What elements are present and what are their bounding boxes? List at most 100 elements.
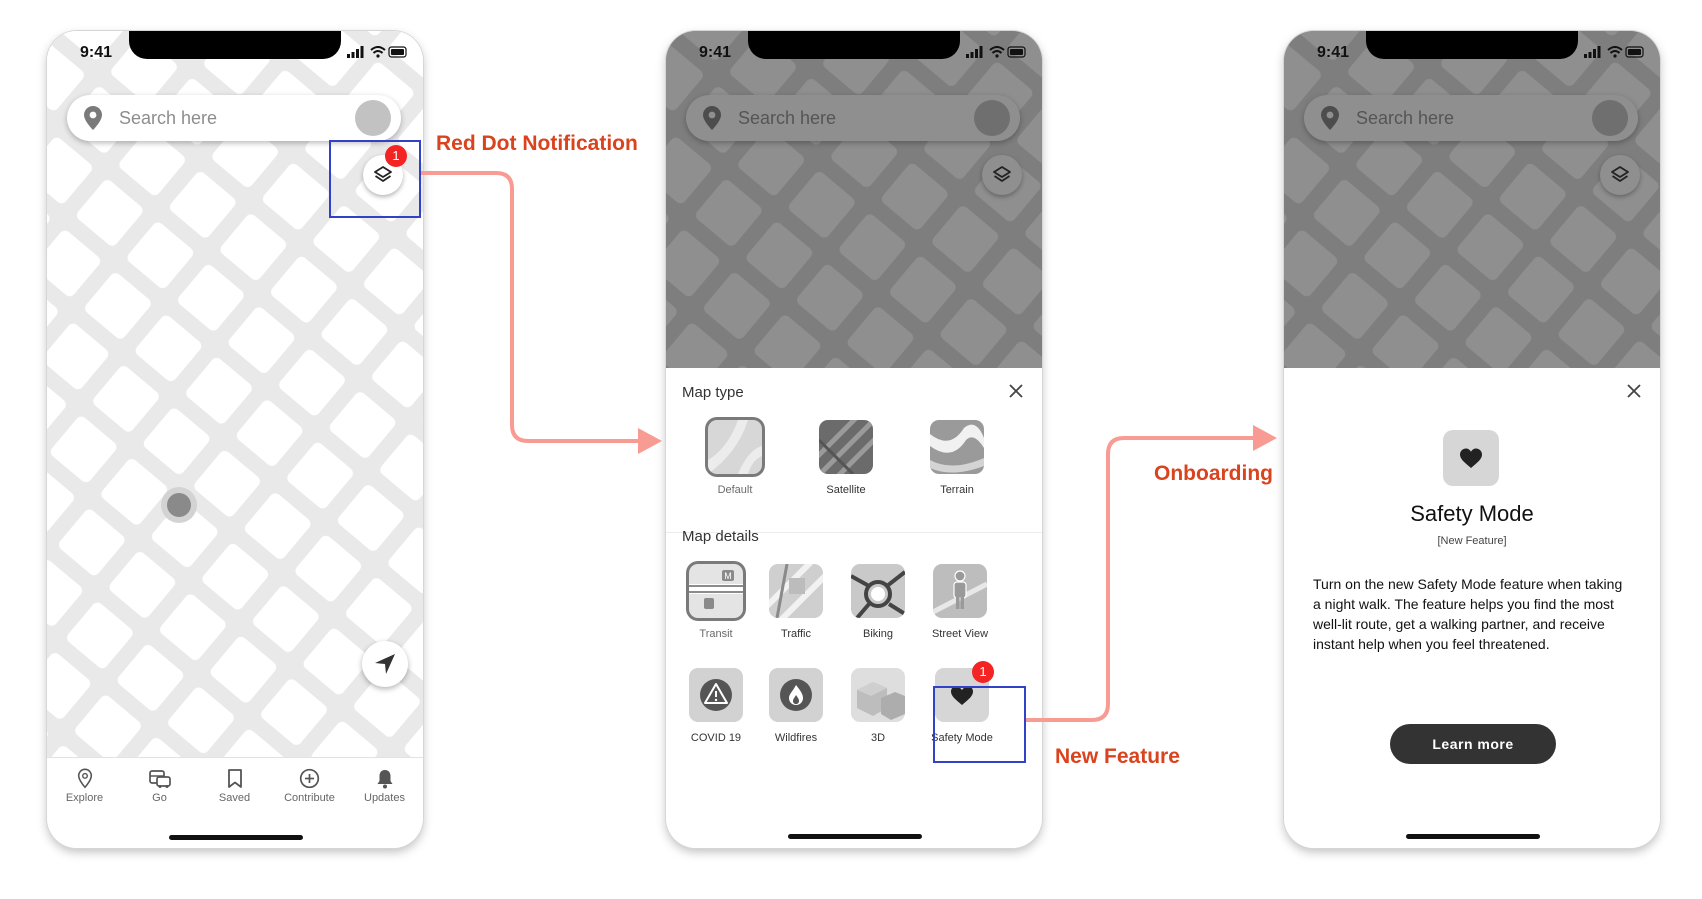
layers-icon	[993, 166, 1011, 182]
detail-transit[interactable]: M Transit	[684, 564, 748, 640]
option-label: Terrain	[940, 484, 974, 496]
layers-icon	[1611, 166, 1629, 182]
avatar[interactable]	[355, 100, 391, 136]
annotation-red-dot: Red Dot Notification	[436, 132, 638, 155]
status-time: 9:41	[699, 44, 732, 61]
option-label: Default	[717, 484, 753, 496]
search-placeholder[interactable]: Search here	[119, 108, 218, 128]
covid-thumbnail	[689, 668, 743, 722]
street-view-thumbnail	[933, 564, 987, 618]
annotation-onboarding: Onboarding	[1154, 462, 1273, 485]
home-indicator	[788, 834, 922, 839]
flow-arrow-1	[420, 171, 643, 443]
terrain-map-thumbnail	[930, 420, 984, 474]
detail-covid-19[interactable]: COVID 19	[679, 668, 753, 744]
phone-notch	[1366, 31, 1578, 59]
detail-wildfires[interactable]: Wildfires	[764, 668, 828, 744]
layers-icon	[374, 166, 392, 182]
option-label: Safety Mode	[931, 732, 993, 744]
avatar[interactable]	[974, 100, 1010, 136]
close-icon[interactable]	[1626, 383, 1642, 404]
current-location-dot	[167, 493, 191, 517]
search-placeholder[interactable]: Search here	[1356, 108, 1455, 128]
phone-screen-onboarding: 9:41 Search here Safety Mode [New Featur…	[1284, 31, 1660, 848]
bell-icon	[377, 770, 392, 789]
close-icon[interactable]	[1008, 383, 1024, 404]
option-label: Wildfires	[774, 732, 818, 744]
onboarding-sheet: Safety Mode [New Feature] Turn on the ne…	[1284, 368, 1660, 848]
option-label: Biking	[863, 628, 893, 640]
3d-thumbnail	[851, 668, 905, 722]
tab-go[interactable]: Go	[122, 768, 197, 804]
detail-street-view[interactable]: Street View	[928, 564, 992, 640]
tab-label: Contribute	[284, 792, 335, 804]
svg-text:M: M	[724, 571, 732, 581]
map-canvas-dimmed[interactable]	[1284, 31, 1660, 368]
map-type-default[interactable]: Default	[703, 420, 767, 496]
status-time: 9:41	[80, 44, 113, 61]
highlight-safety-mode	[933, 686, 1026, 763]
search-bar[interactable]: Search here	[1304, 95, 1638, 141]
detail-traffic[interactable]: Traffic	[764, 564, 828, 640]
pin-icon	[703, 106, 721, 135]
map-type-satellite[interactable]: Satellite	[814, 420, 878, 496]
avatar[interactable]	[1592, 100, 1628, 136]
phone-screen-layers-sheet: 9:41 Search here Map type Default Satell…	[666, 31, 1042, 848]
tab-contribute[interactable]: Contribute	[272, 768, 347, 804]
pin-icon	[84, 106, 102, 135]
heart-icon	[951, 686, 973, 705]
tab-label: Updates	[364, 792, 405, 804]
option-label: Transit	[699, 628, 733, 640]
map-canvas[interactable]	[47, 31, 423, 757]
home-indicator	[169, 835, 303, 840]
status-icons	[966, 45, 1026, 63]
car-icon	[148, 770, 171, 788]
layers-button[interactable]	[982, 155, 1022, 195]
layers-button[interactable]: 1	[363, 145, 407, 195]
option-label: Street View	[931, 628, 989, 640]
tab-label: Saved	[218, 792, 251, 804]
wildfires-thumbnail	[769, 668, 823, 722]
pin-icon	[77, 768, 92, 789]
bookmark-icon	[227, 769, 242, 788]
layers-bottom-sheet: Map type Default Satellite Terrain Map d…	[666, 368, 1042, 848]
tab-updates[interactable]: Updates	[347, 768, 422, 804]
home-indicator	[1406, 834, 1540, 839]
layers-button[interactable]	[1600, 155, 1640, 195]
tab-explore[interactable]: Explore	[47, 768, 122, 804]
option-label: COVID 19	[690, 732, 742, 744]
search-placeholder[interactable]: Search here	[738, 108, 837, 128]
flow-arrow-head-2	[1253, 425, 1277, 451]
map-details-title: Map details	[682, 528, 759, 545]
annotation-new-feature: New Feature	[1055, 745, 1180, 768]
learn-more-button[interactable]: Learn more	[1390, 724, 1556, 764]
phone-notch	[748, 31, 960, 59]
tab-saved[interactable]: Saved	[197, 768, 272, 804]
option-label: 3D	[870, 732, 886, 744]
map-type-title: Map type	[682, 384, 744, 401]
biking-thumbnail	[851, 564, 905, 618]
phone-notch	[129, 31, 341, 59]
search-bar[interactable]: Search here	[67, 95, 401, 141]
search-bar[interactable]: Search here	[686, 95, 1020, 141]
notification-badge: 1	[385, 145, 407, 167]
onboarding-description: Turn on the new Safety Mode feature when…	[1313, 576, 1623, 652]
transit-thumbnail: M	[689, 564, 743, 618]
map-canvas-dimmed[interactable]	[666, 31, 1042, 368]
tab-label: Go	[152, 792, 167, 804]
tab-label: Explore	[65, 792, 104, 804]
detail-biking[interactable]: Biking	[846, 564, 910, 640]
map-type-terrain[interactable]: Terrain	[925, 420, 989, 496]
option-label: Traffic	[781, 628, 811, 640]
bottom-tab-bar: Explore Go Saved Contribute Updates	[47, 757, 423, 848]
section-divider	[666, 532, 1042, 533]
phone-screen-map: 9:41 Search here 1 Explore Go Saved	[47, 31, 423, 848]
navigate-button[interactable]	[362, 641, 408, 687]
status-icons	[1584, 45, 1644, 63]
flow-arrow-2	[1024, 436, 1258, 722]
detail-3d[interactable]: 3D	[846, 668, 910, 744]
traffic-thumbnail	[769, 564, 823, 618]
notification-badge: 1	[972, 661, 994, 683]
satellite-map-thumbnail	[819, 420, 873, 474]
